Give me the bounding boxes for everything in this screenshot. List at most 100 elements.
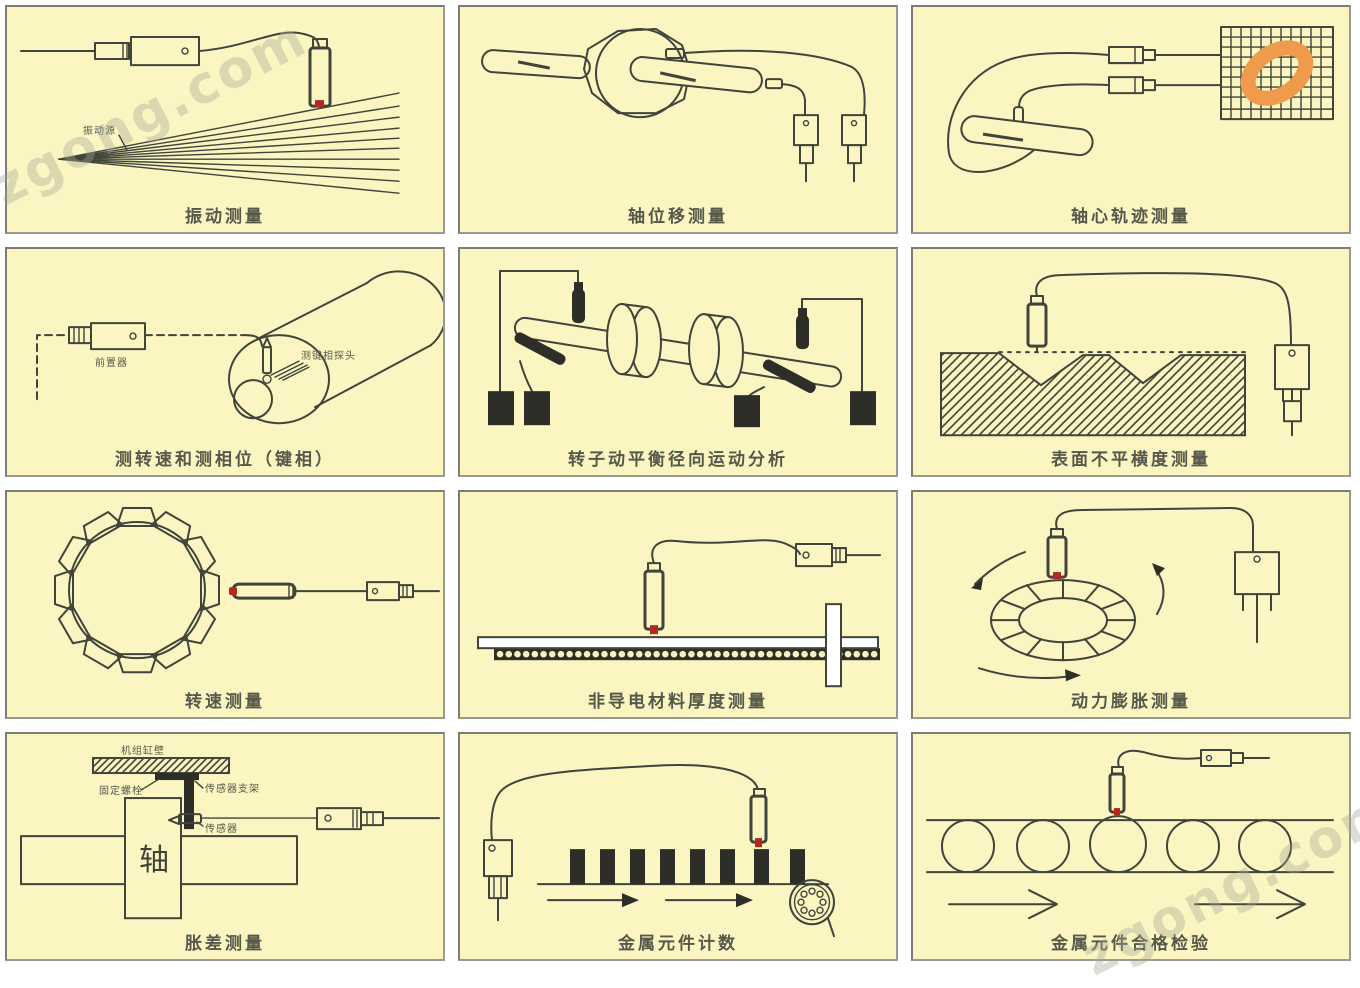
metal-parts bbox=[941, 814, 1292, 873]
panel-surface-unevenness: 表面不平横度测量 bbox=[911, 247, 1351, 477]
connector-box-1 bbox=[793, 114, 819, 183]
panel-metal-counting: 金属元件计数 bbox=[458, 731, 898, 961]
preamp-box bbox=[483, 838, 513, 921]
panel-rotor-balance: 转子动平衡径向运动分析 bbox=[458, 247, 898, 477]
metal-blocks bbox=[570, 848, 805, 884]
rotation-arrows bbox=[971, 550, 1165, 681]
rotor-balance-diagram bbox=[488, 270, 876, 428]
keyphase-probe-label: 测键相探头 bbox=[301, 349, 356, 362]
material-strip bbox=[477, 635, 879, 649]
panel-dynamic-expansion: 动力膨胀测量 bbox=[911, 489, 1351, 719]
panel-caption: 轴位移测量 bbox=[628, 207, 728, 228]
probe-icon bbox=[1026, 295, 1048, 353]
probe-icon bbox=[749, 787, 768, 847]
lead-curve bbox=[244, 334, 263, 348]
connector-icon bbox=[366, 580, 440, 601]
probe-icon bbox=[643, 561, 665, 634]
sensor-leader bbox=[196, 821, 204, 827]
bracket-leader bbox=[194, 780, 204, 789]
panel-caption: 轴心轨迹测量 bbox=[1071, 207, 1191, 228]
connector-icon bbox=[1200, 748, 1270, 767]
connector-assembly bbox=[316, 806, 440, 830]
flow-arrows bbox=[948, 888, 1306, 919]
probe-icon bbox=[229, 582, 297, 600]
cable-2 bbox=[1018, 83, 1110, 109]
surface-diagram bbox=[940, 272, 1310, 437]
dashed-lead-left bbox=[36, 334, 70, 401]
sensor-label: 传感器 bbox=[205, 822, 238, 835]
shaft-right bbox=[629, 56, 763, 94]
rotor-shaft bbox=[513, 317, 843, 388]
cable bbox=[198, 31, 320, 53]
shaft-cross bbox=[20, 796, 298, 919]
vibration-fan-lines bbox=[58, 92, 400, 194]
panel-caption: 金属元件合格检验 bbox=[1051, 934, 1211, 954]
speed-phase-diagram: 前置器 测键相探头 bbox=[36, 270, 443, 425]
rotor-disk-2 bbox=[688, 313, 744, 389]
label-leader bbox=[118, 134, 128, 151]
panel-caption: 金属元件计数 bbox=[618, 934, 738, 954]
roller-bed bbox=[494, 647, 880, 660]
fixing-bolt-label: 固定螺栓 bbox=[99, 784, 143, 797]
counting-diagram bbox=[483, 763, 835, 937]
cable-loop bbox=[947, 52, 1110, 173]
panel-caption: 胀差测量 bbox=[185, 934, 265, 954]
panel-caption: 转子动平衡径向运动分析 bbox=[568, 449, 788, 470]
preamp-box bbox=[1234, 550, 1280, 643]
shaft bbox=[960, 115, 1094, 157]
cable bbox=[1055, 506, 1254, 553]
cable bbox=[651, 538, 801, 564]
panel-thickness-measurement: 非导电材料厚度测量 bbox=[458, 489, 898, 719]
sensor-bracket-label: 传感器支架 bbox=[205, 782, 260, 795]
gear-wheel bbox=[54, 506, 220, 673]
bolt-leader bbox=[140, 778, 160, 791]
cable bbox=[1035, 272, 1292, 347]
segmented-ring bbox=[990, 578, 1136, 661]
oscilloscope-grid bbox=[1220, 26, 1334, 121]
cylinder-wall-label: 机组缸壁 bbox=[121, 744, 165, 757]
panel-shaft-orbit: 轴心轨迹测量 bbox=[911, 5, 1351, 235]
panel-caption: 转速测量 bbox=[185, 691, 265, 712]
probe-icon bbox=[1046, 527, 1068, 579]
vibration-source-label: 振动源 bbox=[83, 124, 116, 137]
flange-wheel bbox=[789, 878, 835, 937]
preamp-box bbox=[1274, 344, 1310, 437]
probe-diagonal-1 bbox=[514, 332, 566, 366]
preamplifier-label: 前置器 bbox=[95, 356, 128, 369]
preamplifier-icon bbox=[68, 322, 146, 351]
bearing-housing bbox=[583, 28, 691, 115]
probe-vertical-2 bbox=[796, 308, 809, 350]
panel-caption: 测转速和测相位（键相） bbox=[115, 449, 335, 470]
speed-diagram bbox=[54, 506, 440, 673]
panel-caption: 动力膨胀测量 bbox=[1071, 691, 1191, 712]
panel-differential-expansion: 机组缸壁 固定螺栓 传感器支架 轴 传感器 bbox=[5, 731, 445, 961]
probe-icon bbox=[1108, 765, 1126, 815]
panel-speed-phase: 前置器 测键相探头 测转速和测相位（键相） bbox=[5, 247, 445, 477]
inspection-diagram bbox=[926, 748, 1334, 919]
cable-2 bbox=[781, 83, 806, 117]
shaft-left bbox=[481, 49, 591, 80]
panel-axial-displacement: 轴位移测量 bbox=[458, 5, 898, 235]
probe-vertical-1 bbox=[572, 282, 585, 324]
cylinder-wall bbox=[92, 756, 230, 774]
probe-icon bbox=[308, 38, 332, 108]
direction-arrows bbox=[547, 892, 753, 907]
connector-box-2 bbox=[841, 114, 867, 183]
preamp-boxes bbox=[488, 391, 876, 428]
panel-caption: 非导电材料厚度测量 bbox=[588, 691, 768, 712]
connector-1 bbox=[1108, 46, 1222, 65]
panel-metal-inspection: 金属元件合格检验 bbox=[911, 731, 1351, 961]
vibration-diagram: 振动源 bbox=[20, 31, 400, 194]
cable-1 bbox=[683, 49, 866, 117]
diagram-grid: 振动源 振动测量 bbox=[5, 5, 1351, 961]
rotor-disk-1 bbox=[606, 303, 662, 379]
sensor-bracket bbox=[155, 772, 199, 829]
panel-speed-measurement: 转速测量 bbox=[5, 489, 445, 719]
panel-caption: 振动测量 bbox=[185, 207, 265, 228]
connector-2 bbox=[1108, 76, 1222, 95]
panel-caption: 表面不平横度测量 bbox=[1051, 449, 1211, 470]
probe-diagonal-2 bbox=[762, 359, 816, 394]
rough-surface bbox=[940, 352, 1246, 437]
expansion-diagram bbox=[971, 506, 1280, 681]
cable bbox=[1117, 749, 1202, 768]
